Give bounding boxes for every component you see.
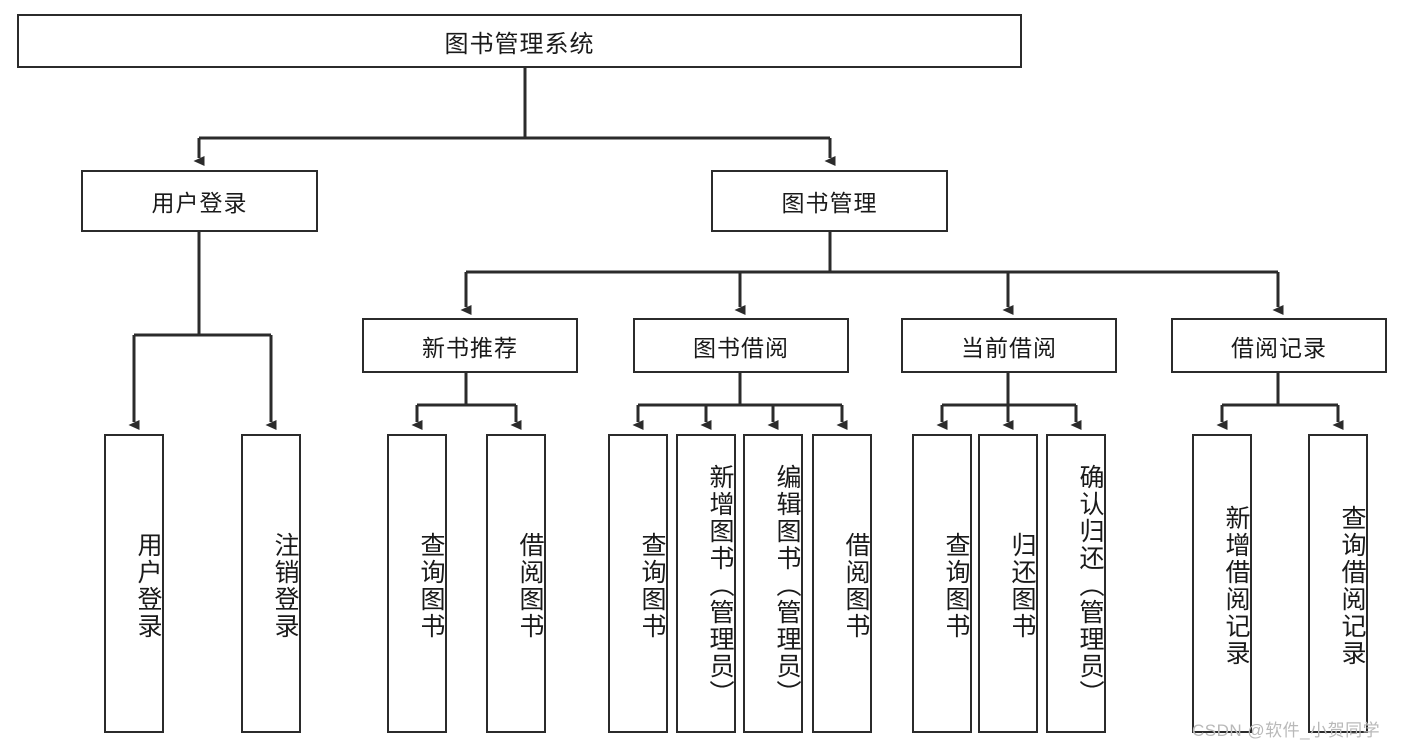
leaf-borrow-book[interactable]: 借阅图书: [812, 434, 872, 733]
node-book-borrow[interactable]: 图书借阅: [633, 318, 849, 373]
node-new-book-recommend[interactable]: 新书推荐: [362, 318, 578, 373]
leaf-user-login[interactable]: 用户登录: [104, 434, 164, 733]
leaf-query-book-borrow[interactable]: 查询图书: [608, 434, 668, 733]
leaf-query-book-recommend[interactable]: 查询图书: [387, 434, 447, 733]
node-borrow-record[interactable]: 借阅记录: [1171, 318, 1387, 373]
leaf-logout[interactable]: 注销登录: [241, 434, 301, 733]
node-book-management[interactable]: 图书管理: [711, 170, 948, 232]
leaf-return-book[interactable]: 归还图书: [978, 434, 1038, 733]
node-user-login[interactable]: 用户登录: [81, 170, 318, 232]
leaf-query-borrow-record[interactable]: 查询借阅记录: [1308, 434, 1368, 733]
leaf-borrow-book-recommend[interactable]: 借阅图书: [486, 434, 546, 733]
leaf-confirm-return-admin[interactable]: 确认归还（管理员）: [1046, 434, 1106, 733]
leaf-add-borrow-record[interactable]: 新增借阅记录: [1192, 434, 1252, 733]
leaf-query-book-current[interactable]: 查询图书: [912, 434, 972, 733]
leaf-edit-book-admin[interactable]: 编辑图书（管理员）: [743, 434, 803, 733]
watermark-text: CSDN @软件_小贺同学: [1192, 721, 1381, 740]
node-root-system[interactable]: 图书管理系统: [17, 14, 1022, 68]
node-current-borrow[interactable]: 当前借阅: [901, 318, 1117, 373]
leaf-add-book-admin[interactable]: 新增图书（管理员）: [676, 434, 736, 733]
